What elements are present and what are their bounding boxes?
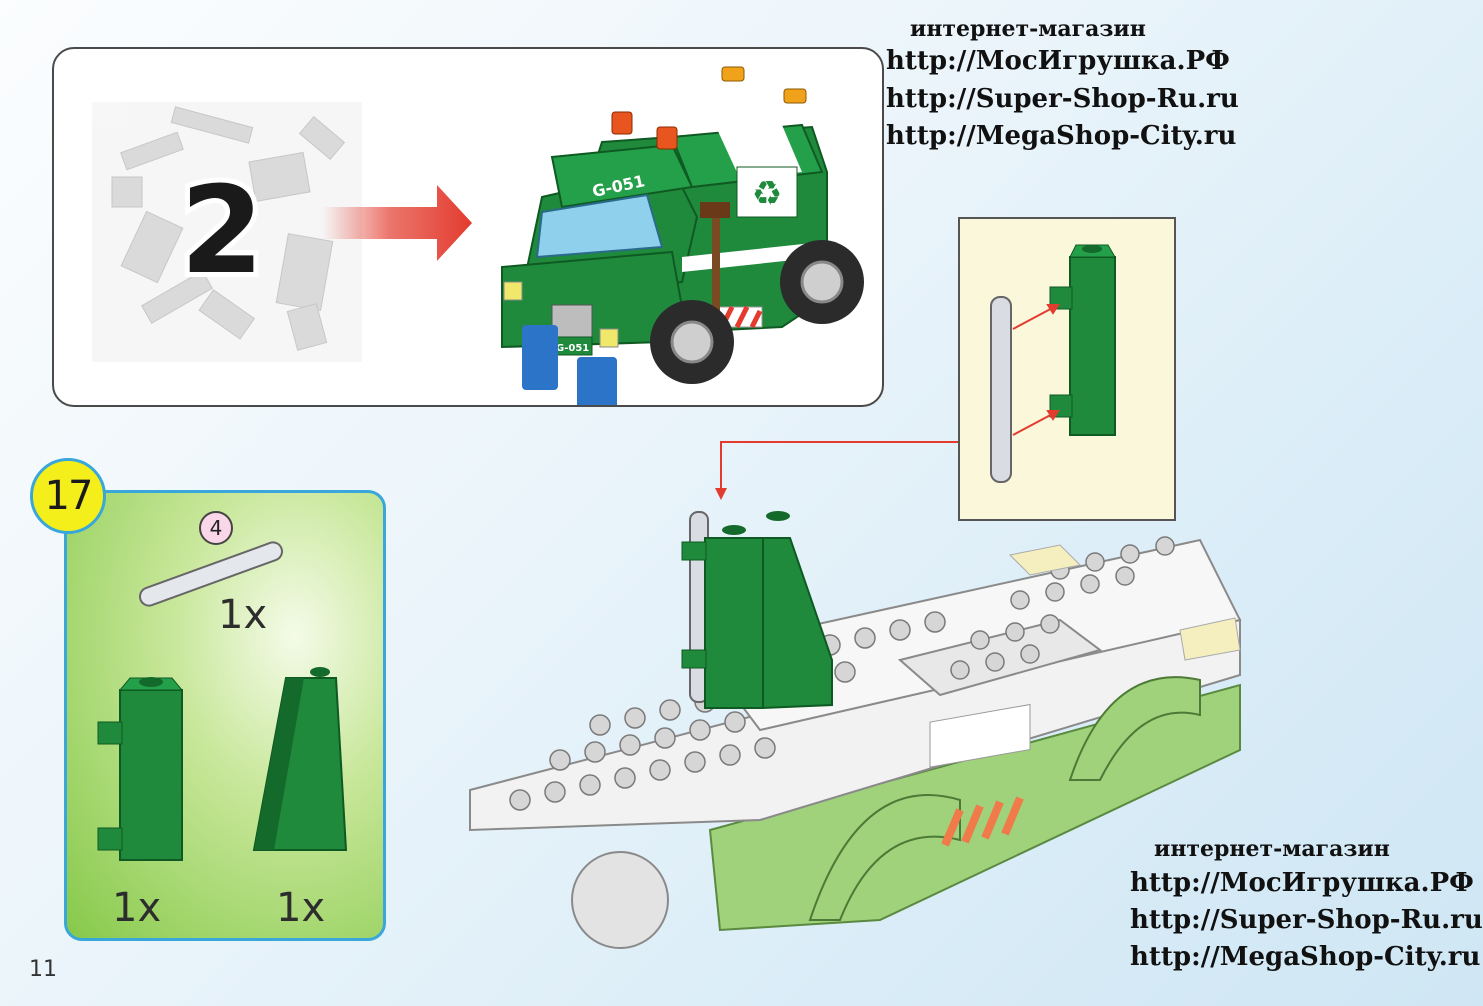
part-slope-brick bbox=[252, 667, 348, 851]
part-slope-brick-qty: 1x bbox=[276, 885, 326, 931]
part-brick-clips-qty: 1x bbox=[112, 885, 162, 931]
watermark-bottom-url-3[interactable]: http://MegaShop-City.ru bbox=[1130, 942, 1481, 972]
step-number-badge: 17 bbox=[30, 458, 106, 534]
page-number: 11 bbox=[29, 957, 57, 982]
parts-pile bbox=[92, 102, 362, 362]
watermark-bottom-title: интернет-магазин bbox=[1154, 836, 1390, 862]
brush-right bbox=[577, 357, 617, 405]
part-bar bbox=[138, 541, 284, 607]
watermark-bottom-url-2[interactable]: http://Super-Shop-Ru.ru bbox=[1130, 905, 1483, 935]
recycle-icon: ♻ bbox=[752, 174, 782, 214]
watermark-bottom-url-1[interactable]: http://МосИгрушка.РФ bbox=[1130, 868, 1474, 898]
truck-illustration: G-051 G-051 ♻ bbox=[501, 66, 864, 405]
step-parts-illustration: 4 bbox=[97, 511, 348, 861]
wheel-front bbox=[650, 300, 734, 384]
brush-left bbox=[522, 325, 558, 390]
subassembly-illustration: 2 G-051 G-051 ♻ bbox=[92, 66, 864, 405]
wheel-rear bbox=[780, 240, 864, 324]
main-model-illustration bbox=[469, 511, 1242, 949]
subassembly-number: 2 bbox=[180, 162, 264, 301]
studs bbox=[509, 536, 1175, 811]
watermark-top-title: интернет-магазин bbox=[910, 16, 1146, 42]
truck-plate-front: G-051 bbox=[556, 343, 589, 354]
watermark-top-url-3[interactable]: http://MegaShop-City.ru bbox=[886, 121, 1237, 151]
part-bar-ref: 4 bbox=[210, 516, 223, 540]
arrow-right-icon bbox=[322, 185, 472, 261]
part-brick-clips bbox=[97, 677, 184, 861]
assembly-arrows bbox=[1012, 304, 1060, 436]
callout-leader bbox=[715, 441, 958, 500]
callout-illustration bbox=[990, 244, 1116, 483]
gear-icon bbox=[571, 851, 669, 949]
watermark-top-url-2[interactable]: http://Super-Shop-Ru.ru bbox=[886, 84, 1239, 114]
hazard-plate bbox=[929, 703, 1031, 847]
watermark-top-url-1[interactable]: http://МосИгрушка.РФ bbox=[886, 46, 1230, 76]
part-bar-qty: 1x bbox=[218, 592, 268, 638]
